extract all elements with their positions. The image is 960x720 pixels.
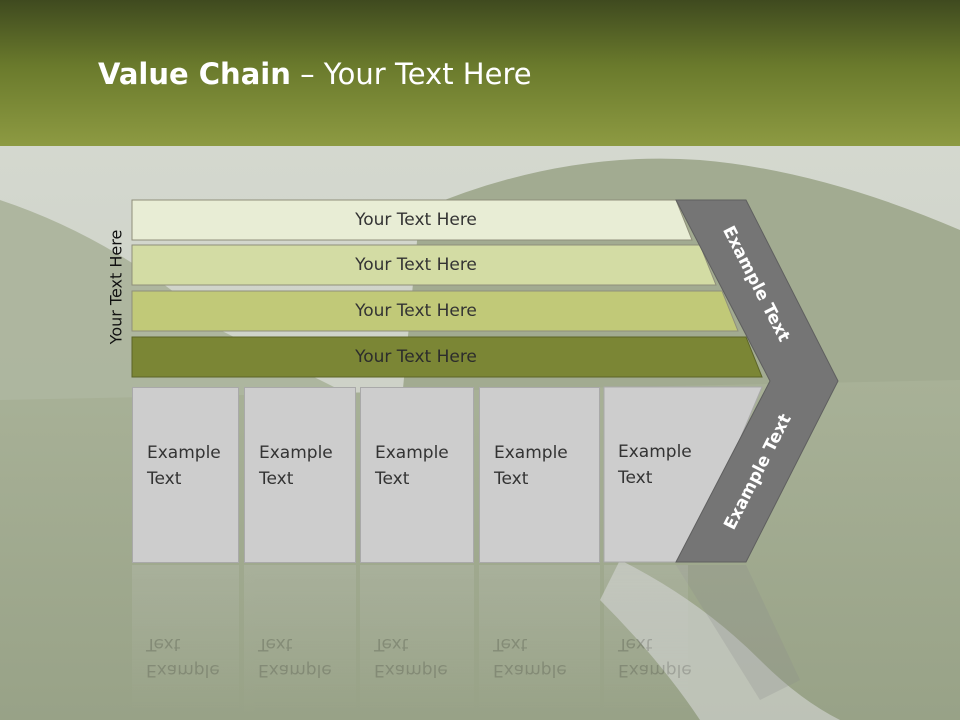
chevron-reflection xyxy=(676,565,800,700)
reflection-text: Example Text xyxy=(258,631,332,683)
box-line1: Example xyxy=(618,442,692,462)
box-line2: Text xyxy=(375,469,410,489)
reflection-text: Example Text xyxy=(493,631,567,683)
page-title: Value Chain – Your Text Here xyxy=(98,54,532,94)
box-line1: Example xyxy=(375,443,449,463)
bar-label: Your Text Here xyxy=(355,347,477,367)
bar-label: Your Text Here xyxy=(355,255,477,275)
reflect-line2: Text xyxy=(258,634,293,654)
box-reflection-1: Example Text xyxy=(132,565,239,715)
reflect-line2: Text xyxy=(618,634,653,654)
bar-label: Your Text Here xyxy=(355,301,477,321)
box-line2: Text xyxy=(259,469,294,489)
box-reflection-5: Example Text xyxy=(604,565,692,715)
reflection-text: Example Text xyxy=(146,631,220,683)
reflect-line2: Text xyxy=(493,634,528,654)
title-rest: – Your Text Here xyxy=(290,57,532,91)
reflect-line1: Example xyxy=(146,660,220,680)
reflect-line1: Example xyxy=(493,660,567,680)
header-band: Value Chain – Your Text Here xyxy=(0,0,960,146)
box-line2: Text xyxy=(494,469,529,489)
reflect-line1: Example xyxy=(374,660,448,680)
box-reflection-4: Example Text xyxy=(479,565,600,715)
reflect-line2: Text xyxy=(374,634,409,654)
box-line1: Example xyxy=(147,443,221,463)
reflection-text: Example Text xyxy=(374,631,448,683)
title-bold: Value Chain xyxy=(98,57,291,91)
box-line1: Example xyxy=(494,443,568,463)
bar-label: Your Text Here xyxy=(355,210,477,230)
box-line2: Text xyxy=(147,469,182,489)
reflection-text: Example Text xyxy=(618,631,692,683)
reflect-line1: Example xyxy=(618,660,692,680)
reflect-line1: Example xyxy=(258,660,332,680)
chevron-arrow xyxy=(675,199,839,563)
reflect-line2: Text xyxy=(146,634,181,654)
box-line1: Example xyxy=(259,443,333,463)
box-reflection-2: Example Text xyxy=(244,565,356,715)
box-reflection-3: Example Text xyxy=(360,565,474,715)
box-line2: Text xyxy=(618,468,653,488)
